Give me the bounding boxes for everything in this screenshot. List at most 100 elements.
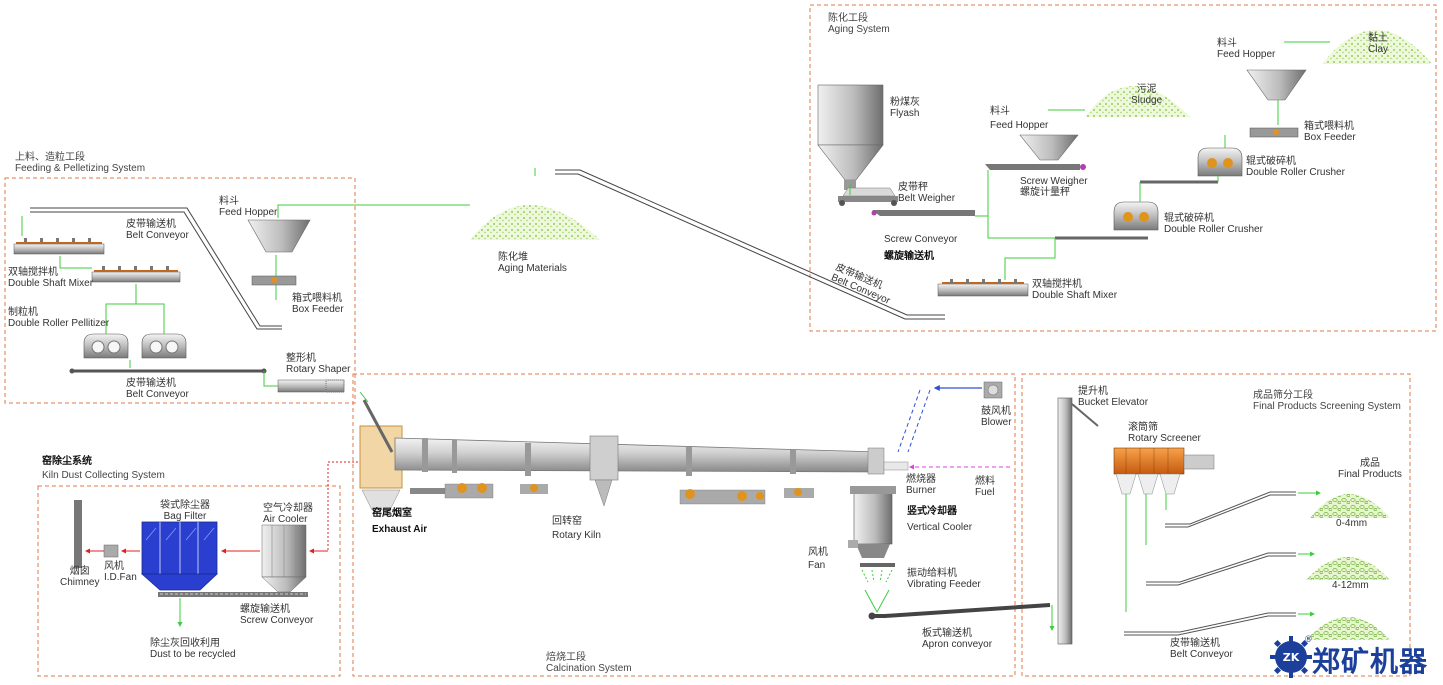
double-shaft-mixer-top-label: 双轴搅拌机 Double Shaft Mixer <box>1032 279 1117 301</box>
blower-cn: 鼓风机 <box>981 406 1011 417</box>
double-roller-crusher-2-en: Double Roller Crusher <box>1164 224 1263 235</box>
belt-conveyor-left-bottom-cn: 皮带输送机 <box>126 378 176 389</box>
pellitizer-cn: 制粒机 <box>8 307 38 318</box>
double-shaft-mixer-left-1 <box>13 238 105 255</box>
belt-conveyor-final-label: 皮带输送机 Belt Conveyor <box>1170 638 1233 660</box>
screw-conveyor-top-cn: 螺旋输送机 <box>884 251 934 262</box>
feed-hopper-left-label: 料斗 Feed Hopper <box>219 196 277 218</box>
section-final-cn: 成品筛分工段 <box>1253 390 1313 401</box>
screw-weigher <box>985 164 1086 170</box>
belt-conveyor-left-top-label: 皮带输送机 Belt Conveyor <box>126 219 189 241</box>
air-cooler <box>261 524 307 593</box>
double-roller-crusher-1-en: Double Roller Crusher <box>1246 167 1345 178</box>
chimney-en: Chimney <box>60 577 100 588</box>
air-cooler-cn: 空气冷却器 <box>263 503 313 514</box>
section-calcination-cn: 焙烧工段 <box>546 652 586 663</box>
box-feeder-right-en: Box Feeder <box>1304 132 1356 143</box>
section-final-label: 成品筛分工段 Final Products Screening System <box>1253 390 1401 412</box>
screw-conveyor-dust <box>158 592 308 597</box>
blower-en: Blower <box>981 417 1012 428</box>
chimney-label: 烟囱 Chimney <box>60 566 99 588</box>
section-aging-label: 陈化工段 Aging System <box>828 13 890 35</box>
bag-filter-cn: 袋式除尘器 <box>160 500 210 511</box>
belt-weigher-en: Belt Weigher <box>898 193 956 204</box>
belt-conveyor-left-top-cn: 皮带输送机 <box>126 219 176 230</box>
burner-label: 燃烧器 Burner <box>906 474 936 496</box>
rotary-shaper-label: 整形机 Rotary Shaper <box>286 353 350 375</box>
double-shaft-mixer-top-cn: 双轴搅拌机 <box>1032 279 1082 290</box>
section-feeding-cn: 上料、造粒工段 <box>15 152 85 163</box>
vibrating-feeder-cn: 振动给料机 <box>907 568 957 579</box>
brand-registered: ® <box>1305 634 1312 644</box>
dust-recycled-en: Dust to be recycled <box>150 649 236 660</box>
id-fan-cn: 风机 <box>104 561 124 572</box>
id-fan-label: 风机 I.D.Fan <box>104 561 137 583</box>
feed-hopper-mid-cn: 料斗 <box>990 106 1010 117</box>
pellitizer-en: Double Roller Pellitizer <box>8 318 110 329</box>
burner <box>883 461 909 471</box>
belt-conveyor-left-bottom-label: 皮带输送机 Belt Conveyor <box>126 378 189 400</box>
pile-0-4mm <box>1306 557 1390 580</box>
fan-cn: 风机 <box>808 547 828 558</box>
fan-label: 风机 Fan <box>808 547 828 571</box>
clay-cn: 黏土 <box>1368 33 1388 44</box>
bucket-elevator <box>1057 397 1099 645</box>
apron-conveyor-label: 板式输送机 Apron conveyor <box>922 628 992 650</box>
aging-pile <box>470 205 600 240</box>
feed-hopper-left-cn: 料斗 <box>219 196 239 207</box>
sludge-cn: 污泥 <box>1136 84 1157 95</box>
final-products-cn: 成品 <box>1359 458 1380 469</box>
fuel-label: 燃料 Fuel <box>975 476 995 498</box>
size-2-label: 4-12mm <box>1332 580 1369 591</box>
screw-conveyor-top-label: Screw Conveyor 螺旋输送机 <box>884 234 957 262</box>
apron-conveyor-cn: 板式输送机 <box>922 628 972 639</box>
sludge-en: Sludge <box>1131 95 1163 106</box>
section-calcination-en: Calcination System <box>546 663 632 674</box>
pellitizer-2 <box>141 333 187 359</box>
section-kiln-dust-label: 窑除尘系统 Kiln Dust Collecting System <box>42 456 165 481</box>
section-kiln-dust-en: Kiln Dust Collecting System <box>42 470 165 481</box>
section-kiln-dust-cn: 窑除尘系统 <box>42 456 92 467</box>
belt-weigher-label: 皮带秤 Belt Weigher <box>898 182 955 204</box>
screw-conveyor-dust-cn: 螺旋输送机 <box>240 604 290 615</box>
double-shaft-mixer-top-en: Double Shaft Mixer <box>1032 290 1118 301</box>
zone-borders <box>4 4 1437 677</box>
feed-hopper-right-label: 料斗 Feed Hopper <box>1217 38 1275 60</box>
belt-conveyor-diagonal <box>555 169 945 320</box>
brand-logo: ZK <box>1270 636 1312 678</box>
dust-recycled-label: 除尘灰回收利用 Dust to be recycled <box>150 638 236 660</box>
aging-materials-cn: 陈化堆 <box>498 252 528 263</box>
flyash-cn: 粉煤灰 <box>890 97 920 108</box>
double-roller-crusher-1 <box>1197 147 1243 177</box>
apron-conveyor-en: Apron conveyor <box>922 639 993 650</box>
zone-calcination <box>352 373 1016 677</box>
rotary-kiln-body <box>394 435 885 507</box>
pellitizer-1 <box>83 333 129 359</box>
bucket-elevator-cn: 提升机 <box>1078 386 1108 397</box>
section-aging-cn: 陈化工段 <box>828 13 868 24</box>
feed-hopper-mid-en: Feed Hopper <box>990 120 1049 131</box>
vertical-cooler-cn: 竖式冷却器 <box>907 506 957 517</box>
box-feeder-left <box>251 275 297 286</box>
feed-hopper-left <box>247 219 311 253</box>
double-shaft-mixer-left-2 <box>91 266 181 283</box>
belt-conveyor-left-bottom-en: Belt Conveyor <box>126 389 189 400</box>
rotary-screener-cn: 滚筒筛 <box>1128 422 1158 433</box>
burner-cn: 燃烧器 <box>906 474 936 485</box>
box-feeder-right-cn: 箱式喂料机 <box>1304 121 1354 132</box>
vibrating-feeder-label: 振动给料机 Vibrating Feeder <box>907 568 981 590</box>
size-1-label: 0-4mm <box>1336 518 1368 529</box>
double-roller-crusher-1-label: 辊式破碎机 Double Roller Crusher <box>1246 156 1345 178</box>
box-feeder-left-en: Box Feeder <box>292 304 344 315</box>
chimney-cn: 烟囱 <box>69 566 90 577</box>
section-final-en: Final Products Screening System <box>1253 401 1401 412</box>
belt-weigher-cn: 皮带秤 <box>898 182 928 193</box>
box-feeder-left-label: 箱式喂料机 Box Feeder <box>292 293 344 315</box>
bag-filter-en: Bag Filter <box>163 511 207 522</box>
double-roller-crusher-2-label: 辊式破碎机 Double Roller Crusher <box>1164 213 1263 235</box>
aging-materials-en: Aging Materials <box>498 263 567 274</box>
section-feeding-label: 上料、造粒工段 Feeding & Pelletizing System <box>15 152 145 174</box>
rotary-shaper-en: Rotary Shaper <box>286 364 351 375</box>
screw-conveyor-dust-en: Screw Conveyor <box>240 615 314 626</box>
final-flow-arrows <box>1049 490 1321 631</box>
